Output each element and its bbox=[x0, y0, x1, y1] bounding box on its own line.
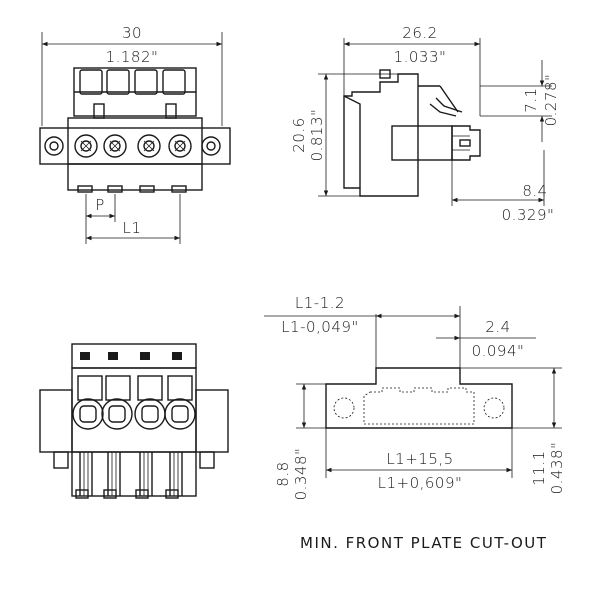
depth-in: 1.033" bbox=[394, 48, 447, 66]
height-mm: 20.6 bbox=[290, 117, 308, 152]
front-width-mm: 30 bbox=[122, 24, 142, 42]
cutout-view: L1-1.2 L1-0,049" 2.4 0.094" 8.8 0.348" L… bbox=[264, 294, 566, 500]
pitch-label: P bbox=[95, 196, 105, 214]
cutout-outline bbox=[325, 367, 513, 429]
front-width-in: 1.182" bbox=[106, 48, 159, 66]
flange-screw-left bbox=[44, 136, 64, 156]
cutout-width-in: L1+0,609" bbox=[378, 474, 463, 492]
offset-in: 0.329" bbox=[502, 206, 555, 224]
rear-pin-section bbox=[71, 451, 197, 497]
caption: MIN. FRONT PLATE CUT-OUT bbox=[300, 534, 547, 552]
l1-label: L1 bbox=[123, 219, 142, 237]
cutout-outer-h-in: 0.438" bbox=[548, 442, 566, 495]
upper-in: 0.278" bbox=[542, 74, 560, 127]
depth-mm: 26.2 bbox=[402, 24, 437, 42]
cutout-step-in: 0.094" bbox=[472, 342, 525, 360]
cutout-step-mm: 2.4 bbox=[485, 318, 510, 336]
side-plug bbox=[391, 125, 453, 161]
rear-housing bbox=[71, 367, 197, 453]
side-body bbox=[343, 73, 419, 197]
cutout-inner-h-in: 0.348" bbox=[292, 448, 310, 501]
cutout-width-mm: L1+15,5 bbox=[386, 450, 453, 468]
latch-blocks bbox=[73, 67, 197, 119]
height-in: 0.813" bbox=[308, 109, 326, 162]
upper-mm: 7.1 bbox=[522, 87, 540, 112]
cutout-top-mm: L1-1.2 bbox=[295, 294, 345, 312]
front-housing bbox=[67, 117, 203, 191]
rear-view bbox=[39, 343, 229, 499]
side-view: 26.2 1.033" 20.6 0.813" 7.1 0.278" 8 bbox=[290, 24, 560, 224]
flange-screw-right bbox=[201, 136, 221, 156]
cutout-outer-h-mm: 11.1 bbox=[530, 450, 548, 485]
terminal-screws bbox=[74, 134, 192, 158]
front-view: 30 1.182" bbox=[39, 24, 231, 244]
cutout-top-in: L1-0,049" bbox=[281, 318, 359, 336]
cutout-inner-h-mm: 8.8 bbox=[274, 461, 292, 486]
offset-mm: 8.4 bbox=[522, 182, 547, 200]
